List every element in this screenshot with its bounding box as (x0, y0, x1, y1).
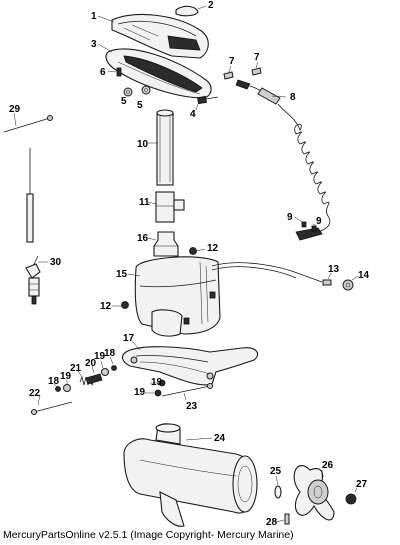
callout-23: 23 (186, 401, 198, 412)
part-27-prop-nut[interactable] (345, 493, 357, 505)
part-5-nut-a[interactable] (123, 87, 133, 97)
part-24-motor-housing[interactable] (123, 423, 258, 527)
part-2-cap[interactable] (175, 5, 199, 17)
callout-4: 4 (190, 109, 196, 120)
part-9-cord-clamp[interactable] (295, 221, 323, 241)
callout-19b: 19 (94, 351, 106, 362)
part-6-screw[interactable] (116, 67, 122, 77)
callout-22: 22 (29, 388, 41, 399)
callout-29: 29 (9, 104, 21, 115)
part-26-propeller[interactable] (293, 465, 335, 521)
part-1-top-cover[interactable] (111, 14, 209, 59)
callout-5a: 5 (121, 96, 127, 107)
part-19-washer-a[interactable] (63, 384, 71, 392)
callout-30: 30 (50, 257, 62, 268)
part-23-pin[interactable] (161, 383, 213, 397)
callout-5b: 5 (137, 100, 143, 111)
part-8-coiled-cord[interactable] (235, 79, 331, 233)
part-29-long-pin[interactable] (3, 115, 53, 133)
part-12-nut-upper[interactable] (189, 247, 197, 255)
callout-11: 11 (139, 197, 150, 208)
part-14-nut[interactable] (342, 279, 354, 291)
callout-12b: 12 (100, 301, 112, 312)
part-4-screw[interactable] (197, 95, 219, 105)
part-10-shaft[interactable] (156, 109, 174, 186)
part-30-plug[interactable] (25, 255, 41, 305)
callout-19c: 19 (151, 377, 163, 388)
callout-9b: 9 (316, 216, 322, 227)
part-13-plug[interactable] (322, 279, 332, 286)
callout-24: 24 (214, 433, 226, 444)
part-20-spring[interactable] (85, 373, 103, 385)
callout-26: 26 (322, 460, 334, 471)
part-19-washer-d[interactable] (154, 389, 162, 397)
part-28-drive-pin[interactable] (284, 513, 290, 525)
callout-12a: 12 (207, 243, 219, 254)
part-12-nut-lower[interactable] (121, 301, 129, 309)
callout-14: 14 (358, 270, 370, 281)
part-7-clip-a[interactable] (223, 71, 234, 80)
callout-16: 16 (137, 233, 149, 244)
part-18-retainer-a[interactable] (55, 386, 61, 392)
callout-18a: 18 (48, 376, 60, 387)
part-16-adapter[interactable] (153, 231, 179, 257)
callout-17: 17 (123, 333, 135, 344)
callout-3: 3 (91, 39, 97, 50)
part-19-washer-c[interactable] (158, 379, 166, 387)
part-7-clip-b[interactable] (251, 67, 262, 76)
callout-13: 13 (328, 264, 340, 275)
part-18-retainer-b[interactable] (111, 365, 117, 371)
callout-7b: 7 (254, 52, 260, 63)
part-3-lower-housing[interactable] (105, 48, 212, 99)
callout-7a: 7 (229, 56, 235, 67)
callout-20: 20 (85, 358, 97, 369)
callout-18b: 18 (104, 348, 116, 359)
callout-2: 2 (208, 0, 214, 11)
callout-9a: 9 (287, 212, 293, 223)
part-25-washer[interactable] (274, 485, 282, 499)
part-22-pin[interactable] (31, 401, 73, 415)
callout-6: 6 (100, 67, 106, 78)
callout-8: 8 (290, 92, 296, 103)
part-11-coupling[interactable] (155, 191, 185, 223)
callout-10: 10 (137, 139, 149, 150)
callout-19a: 19 (60, 371, 72, 382)
callout-27: 27 (356, 479, 368, 490)
callout-25: 25 (270, 466, 282, 477)
callout-28: 28 (266, 517, 278, 528)
tuning-rod[interactable] (26, 148, 34, 243)
part-15-control-housing[interactable] (134, 256, 323, 337)
callout-15: 15 (116, 269, 128, 280)
part-5-nut-b[interactable] (141, 85, 151, 95)
callout-1: 1 (91, 11, 97, 22)
callout-21: 21 (70, 363, 82, 374)
part-17-bracket[interactable] (121, 346, 259, 386)
callout-19d: 19 (134, 387, 146, 398)
copyright-caption: MercuryPartsOnline v2.5.1 (Image Copyrig… (3, 529, 294, 541)
part-19-washer-b[interactable] (101, 368, 109, 376)
